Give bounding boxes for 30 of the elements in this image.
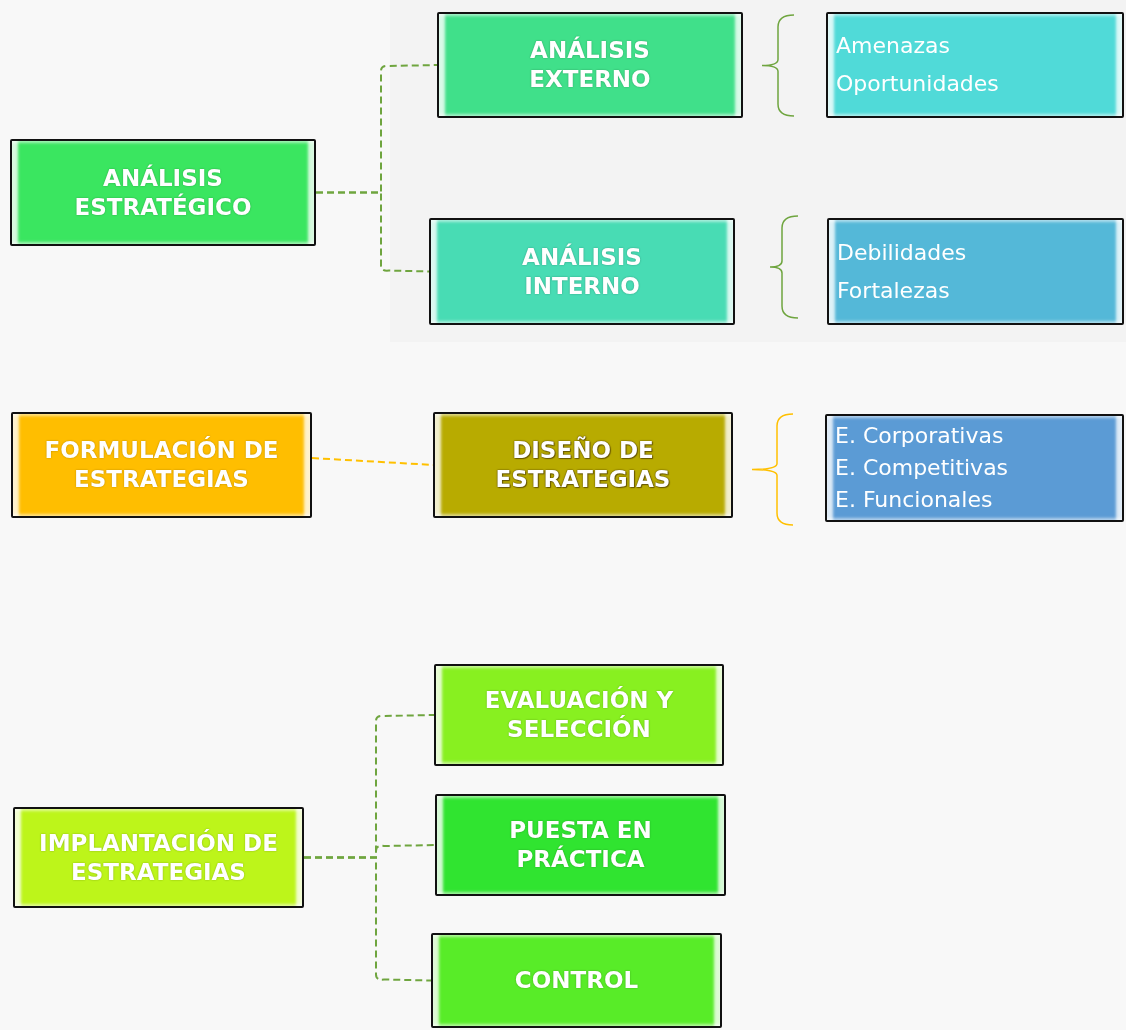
process-box: [434, 664, 724, 766]
list-item: Oportunidades: [836, 70, 999, 98]
process-box: [11, 412, 312, 518]
list-item: Amenazas: [836, 32, 950, 60]
box-label: ANÁLISIS INTERNO: [521, 242, 643, 301]
list-item: Debilidades: [837, 238, 967, 267]
box-label: IMPLANTACIÓN DE ESTRATEGIAS: [38, 828, 279, 887]
process-box: [429, 218, 735, 325]
list-item: Fortalezas: [837, 276, 950, 305]
process-box: [10, 139, 316, 246]
connector-line: [315, 191, 430, 273]
box-label: FORMULACIÓN DE ESTRATEGIAS: [43, 436, 280, 494]
box-label: PUESTA EN PRÁCTICA: [508, 816, 653, 874]
list-box: [825, 414, 1124, 522]
box-label: ANÁLISIS ESTRATÉGICO: [73, 163, 253, 222]
connector-line: [303, 856, 432, 982]
process-box: [13, 807, 304, 908]
list-item: E. Funcionales: [835, 486, 993, 514]
box-label: DISEÑO DE ESTRATEGIAS: [494, 436, 672, 494]
list-item: E. Corporativas: [835, 422, 1004, 450]
box-label: EVALUACIÓN Y SELECCIÓN: [483, 686, 675, 744]
process-box: [431, 933, 722, 1028]
list-box: [826, 12, 1124, 118]
process-box: [433, 412, 733, 518]
box-label: CONTROL: [513, 966, 640, 995]
process-box: [435, 794, 726, 896]
process-box: [437, 12, 743, 118]
list-box: [827, 218, 1124, 325]
list-item: E. Competitivas: [835, 454, 1009, 482]
box-label: ANÁLISIS EXTERNO: [528, 36, 652, 94]
